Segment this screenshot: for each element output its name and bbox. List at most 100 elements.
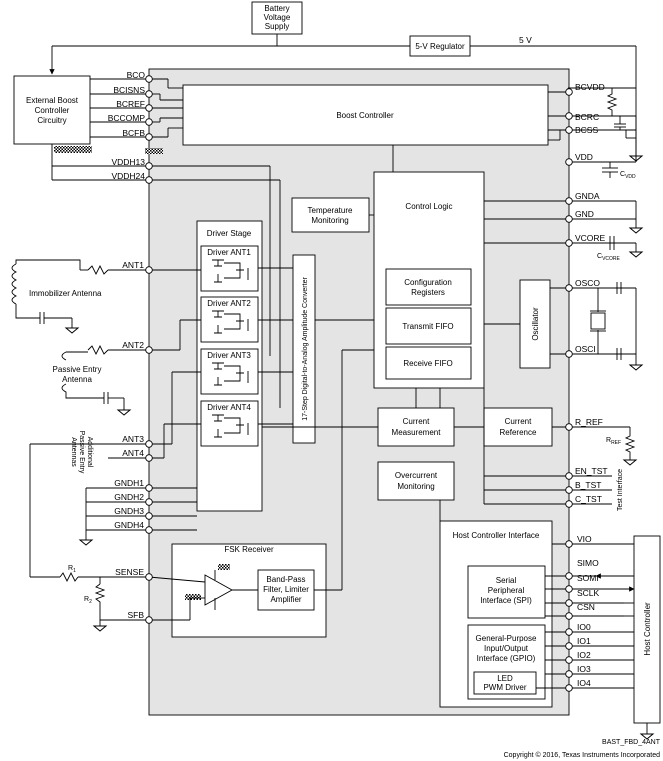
pin-vdd: VDD <box>575 152 593 162</box>
pin-osco: OSCO <box>575 278 600 288</box>
pin-circle <box>145 454 153 462</box>
svg-text:Interface (SPI): Interface (SPI) <box>480 596 532 605</box>
pin-circle <box>565 88 573 96</box>
driver-ant4: Driver ANT4 <box>200 400 259 447</box>
pin-circle <box>565 540 573 548</box>
pin-circle <box>565 239 573 247</box>
amplifier-triangle <box>204 574 233 606</box>
pin-circle <box>565 215 573 223</box>
pin-bcfb: BCFB <box>122 128 145 138</box>
pin-circle <box>145 75 153 83</box>
svg-text:Monitoring: Monitoring <box>397 482 434 491</box>
svg-text:Current: Current <box>505 417 532 426</box>
test-interface-label: Test Interface <box>617 469 624 511</box>
pin-ant4: ANT4 <box>122 448 144 458</box>
svg-text:FSK Receiver: FSK Receiver <box>224 545 274 554</box>
svg-text:Voltage: Voltage <box>264 13 291 22</box>
five-volt-label: 5 V <box>519 35 532 45</box>
pin-vio: VIO <box>577 534 592 544</box>
pin-ant1: ANT1 <box>122 260 144 270</box>
svg-text:General-Purpose: General-Purpose <box>476 634 537 643</box>
pin-circle <box>145 484 153 492</box>
pin-circle <box>565 670 573 678</box>
pin-circle <box>145 526 153 534</box>
led-pwm-driver: LED PWM Driver <box>473 671 537 695</box>
svg-text:Driver ANT2: Driver ANT2 <box>207 299 251 308</box>
pin-bcrc: BCRC <box>575 112 599 122</box>
configuration-registers: Configuration Registers <box>385 268 472 306</box>
pin-circle <box>565 126 573 134</box>
pin-connectors-left <box>145 75 153 624</box>
svg-text:PWM Driver: PWM Driver <box>483 683 526 692</box>
dac-converter: 17-Step Digital-to-Analog Amplitude Conv… <box>292 254 316 444</box>
pin-circle <box>565 572 573 580</box>
battery-voltage-supply: Battery Voltage Supply <box>251 1 303 35</box>
svg-text:Filter, Limiter: Filter, Limiter <box>263 585 309 594</box>
pin-bcref: BCREF <box>116 99 145 109</box>
transistor-symbol <box>212 414 249 438</box>
pin-circle <box>565 284 573 292</box>
pin-circle <box>145 176 153 184</box>
pin-ant3: ANT3 <box>122 434 144 444</box>
svg-text:Amplifier: Amplifier <box>270 595 301 604</box>
svg-text:Serial: Serial <box>496 576 517 585</box>
driver-transistors <box>212 259 249 438</box>
svg-text:LED: LED <box>497 674 513 683</box>
hatched-connector <box>185 594 201 600</box>
pin-bcisns: BCISNS <box>113 85 145 95</box>
boost-controller: Boost Controller <box>182 84 549 146</box>
pin-circle <box>565 158 573 166</box>
svg-text:Host Controller: Host Controller <box>643 602 652 656</box>
pin-circle <box>145 266 153 274</box>
pin-circle <box>145 616 153 624</box>
svg-text:Circuitry: Circuitry <box>37 116 66 125</box>
pin-circle <box>565 684 573 692</box>
receive-fifo: Receive FIFO <box>385 346 472 380</box>
pin-circle <box>565 628 573 636</box>
svg-text:Driver ANT4: Driver ANT4 <box>207 403 251 412</box>
cvdd-label: CVDD <box>620 171 636 180</box>
copyright: Copyright © 2016, Texas Instruments Inco… <box>504 751 660 759</box>
r2-label: R2 <box>84 596 92 605</box>
svg-text:Driver ANT1: Driver ANT1 <box>207 248 251 257</box>
pin-circle <box>565 350 573 358</box>
pin-sfb: SFB <box>127 610 144 620</box>
pin-circle <box>145 346 153 354</box>
pin-gndh3: GNDH3 <box>114 506 144 516</box>
figure-id: BAST_FBD_4ANT <box>602 739 661 746</box>
rref-label: RREF <box>606 437 621 446</box>
pin-io2: IO2 <box>577 650 591 660</box>
additional-antennas-label: Additional Passive Entry Antennas <box>70 431 93 474</box>
svg-text:Measurement: Measurement <box>392 428 442 437</box>
pin-circle <box>145 440 153 448</box>
driver-ant3: Driver ANT3 <box>200 348 259 395</box>
svg-text:Monitoring: Monitoring <box>311 216 348 225</box>
transistor-symbol <box>212 259 249 283</box>
pin-circle <box>145 512 153 520</box>
oscillator: Oscillator <box>519 279 551 369</box>
pin-vcore: VCORE <box>575 233 606 243</box>
svg-text:Reference: Reference <box>500 428 537 437</box>
pin-bco: BCO <box>127 70 146 80</box>
spi-interface: Serial Peripheral Interface (SPI) <box>467 565 546 619</box>
pin-vddh24: VDDH24 <box>111 171 145 181</box>
svg-text:Registers: Registers <box>411 288 445 297</box>
pin-gndh4: GNDH4 <box>114 520 144 530</box>
pin-circle <box>145 498 153 506</box>
svg-text:Supply: Supply <box>265 22 289 31</box>
pin-circle <box>565 585 573 593</box>
svg-text:Passive Entry: Passive Entry <box>78 431 85 474</box>
immobilizer-antenna <box>11 259 109 334</box>
pin-circle <box>565 612 573 620</box>
svg-text:5-V Regulator: 5-V Regulator <box>415 42 465 51</box>
pin-gndh1: GNDH1 <box>114 478 144 488</box>
svg-text:Driver ANT3: Driver ANT3 <box>207 351 251 360</box>
cvcore-label: CVCORE <box>597 253 621 262</box>
pin-bcss: BCSS <box>575 125 598 135</box>
pin-c-tst: C_TST <box>575 494 602 504</box>
pin-en-tst: EN_TST <box>575 466 608 476</box>
pin-circle <box>565 500 573 508</box>
pin-bcvdd: BCVDD <box>575 82 605 92</box>
hatched-connector <box>145 148 163 154</box>
pin-io3: IO3 <box>577 664 591 674</box>
